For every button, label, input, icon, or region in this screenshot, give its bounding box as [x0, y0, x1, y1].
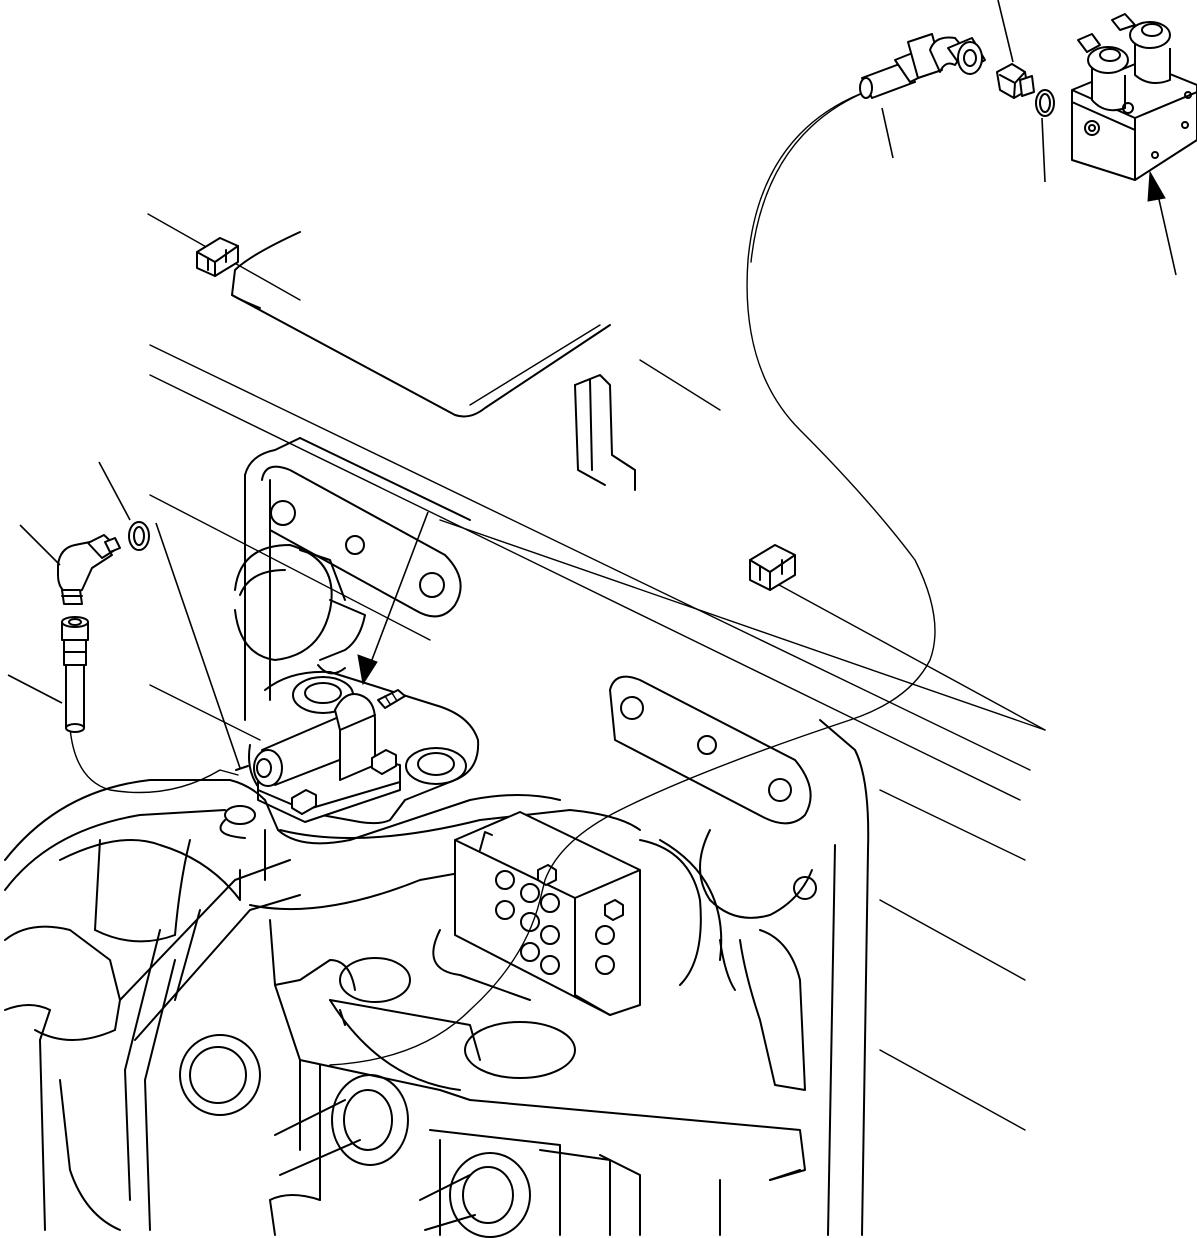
- arrowhead-valve: [1147, 170, 1166, 202]
- o-ring-upper: [1035, 89, 1055, 117]
- hose-end-fitting-upper: [859, 33, 986, 99]
- arrowhead-sensor: [357, 654, 378, 686]
- hose-end-left: [61, 616, 89, 733]
- leader-o-ring-upper: [1041, 117, 1046, 183]
- hose-clip-upper-left: [196, 237, 239, 277]
- distribution-block: [454, 811, 641, 1016]
- solenoid-valve-block: [1071, 13, 1197, 181]
- callout-leaders: [7, 0, 1177, 769]
- o-ring-left: [128, 521, 150, 551]
- hose-clip-mid-right: [749, 544, 796, 591]
- leader-adapter-upper: [997, 0, 1014, 63]
- frame-rails: [147, 213, 1046, 1131]
- leader-hose-fitting-upper: [881, 107, 894, 159]
- axle-frame: [244, 437, 870, 1236]
- leader-elbow-left: [19, 524, 61, 566]
- elbow-fitting-left: [57, 534, 121, 605]
- sensor-mount-block: [219, 670, 480, 839]
- leader-sensor-arrow: [369, 511, 429, 666]
- callout-arrowheads: [357, 170, 1166, 686]
- leader-o-ring-left: [98, 461, 131, 521]
- leader-valve-arrow: [1157, 194, 1177, 276]
- leader-sensor-hole: [155, 522, 241, 769]
- sensor-hose-long: [329, 89, 936, 1066]
- bracket-top-center: [574, 374, 636, 491]
- upper-plate: [231, 231, 611, 418]
- lower-axle-structure: [4, 779, 806, 1238]
- leader-hose-left: [7, 674, 63, 704]
- adapter-fitting-upper: [996, 63, 1035, 99]
- sensor-hose-short: [69, 727, 239, 794]
- pivot-knuckle-upper: [234, 544, 366, 675]
